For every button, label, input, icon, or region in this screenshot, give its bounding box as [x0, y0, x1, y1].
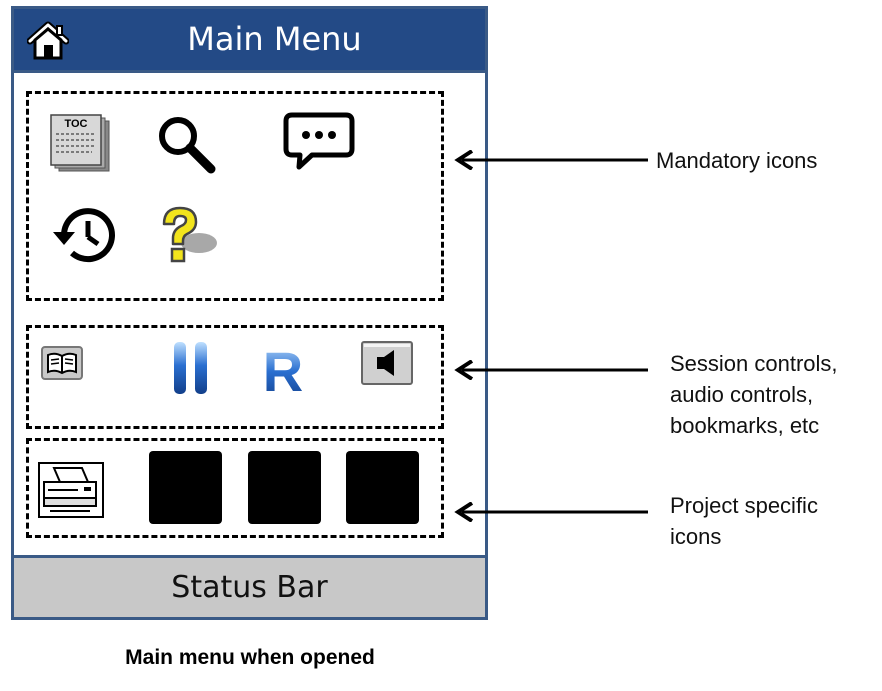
status-bar: Status Bar: [14, 555, 485, 617]
custom-slot-1[interactable]: [149, 451, 222, 524]
project-arrow: [454, 502, 648, 522]
mandatory-arrow: [454, 150, 648, 170]
toc-label: TOC: [64, 118, 87, 130]
session-note-line: bookmarks, etc: [670, 413, 820, 438]
status-bar-text: Status Bar: [171, 570, 328, 605]
menu-title: Main Menu: [187, 20, 362, 58]
project-note: Project specific icons: [670, 490, 818, 552]
search-icon[interactable]: [153, 112, 219, 174]
session-controls-group: [26, 325, 444, 429]
speaker-icon[interactable]: [361, 341, 413, 385]
custom-slot-2[interactable]: [248, 451, 321, 524]
replay-icon[interactable]: R: [259, 338, 307, 396]
help-icon[interactable]: [153, 203, 219, 267]
project-note-line: icons: [670, 524, 722, 549]
history-icon[interactable]: [50, 204, 118, 266]
printer-icon[interactable]: [38, 462, 104, 518]
figure-caption: Main menu when opened: [125, 646, 375, 669]
book-icon[interactable]: [41, 346, 83, 380]
mandatory-icons-group: [26, 91, 444, 301]
session-arrow: [454, 360, 648, 380]
pause-icon[interactable]: [171, 340, 211, 396]
home-icon[interactable]: [26, 21, 70, 61]
project-icons-group: [26, 438, 444, 538]
chat-icon[interactable]: [282, 112, 356, 172]
project-note-line: Project specific: [670, 493, 818, 518]
session-note-line: Session controls,: [670, 351, 838, 376]
title-bar: Main Menu: [14, 9, 485, 73]
mandatory-note: Mandatory icons: [656, 145, 817, 176]
mandatory-note-line: Mandatory icons: [656, 148, 818, 173]
replay-label: R: [263, 340, 303, 396]
session-note-line: audio controls,: [670, 382, 814, 407]
toc-icon[interactable]: TOC: [47, 112, 113, 174]
custom-slot-3[interactable]: [346, 451, 419, 524]
session-note: Session controls, audio controls, bookma…: [670, 348, 838, 441]
